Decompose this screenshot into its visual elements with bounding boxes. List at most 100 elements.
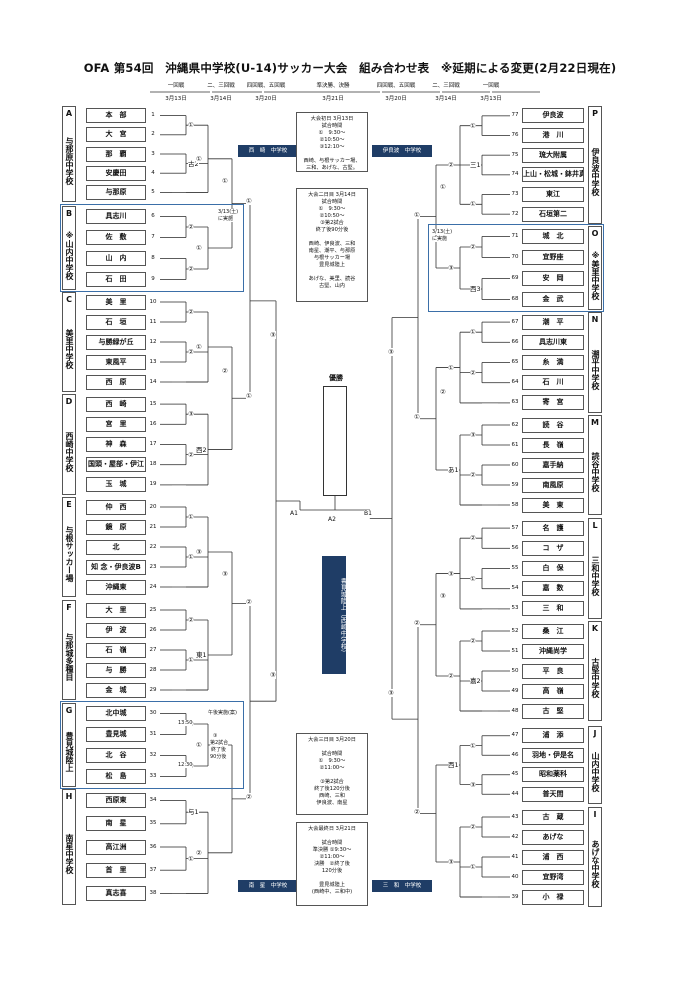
seed-number: 48 bbox=[511, 707, 519, 714]
team-right: あげな bbox=[522, 829, 584, 845]
info-line: 豊見城陸上 bbox=[319, 882, 345, 888]
group-box-left: B※山内中学校 bbox=[62, 206, 76, 290]
info-line: 大会初日 3月13日 bbox=[310, 116, 354, 122]
match-mark: ② bbox=[196, 848, 202, 857]
group-letter: P bbox=[592, 109, 598, 118]
group-name: 山内中学校 bbox=[591, 752, 600, 792]
seed-number: 5 bbox=[151, 188, 155, 195]
match-mark: 古2 bbox=[188, 159, 199, 168]
seed-number: 54 bbox=[511, 585, 519, 592]
team-left: 本 部 bbox=[86, 108, 146, 124]
info-line: 試合時間 bbox=[321, 751, 343, 757]
seed-number: 21 bbox=[149, 523, 157, 530]
seed-number: 27 bbox=[149, 646, 157, 653]
info-line bbox=[297, 151, 367, 158]
seed-number: 64 bbox=[511, 379, 519, 386]
team-right: 平 良 bbox=[522, 663, 584, 679]
seed-number: 42 bbox=[511, 833, 519, 840]
group-letter: C bbox=[66, 295, 72, 304]
match-mark: ③ bbox=[196, 548, 202, 556]
seed-number: 41 bbox=[511, 853, 519, 860]
seed-number: 46 bbox=[511, 751, 519, 758]
round-header-date: 3月14日 bbox=[210, 96, 232, 102]
group-box-right: O※美里中学校 bbox=[588, 226, 602, 310]
match-mark: ① bbox=[196, 343, 202, 351]
team-right: 白 保 bbox=[522, 561, 584, 576]
info-line: 大会二日目 3月14日 bbox=[308, 192, 356, 198]
team-left: 真志喜 bbox=[86, 885, 146, 901]
team-left: 与那原 bbox=[86, 184, 146, 200]
match-mark: 西2 bbox=[196, 445, 207, 454]
info-line: ③第2試合 bbox=[320, 779, 344, 785]
team-right: 嘉手納 bbox=[522, 457, 584, 473]
seed-number: 1 bbox=[151, 112, 155, 119]
team-left: 西原東 bbox=[86, 793, 146, 809]
team-right: 伊良波 bbox=[522, 108, 584, 124]
seed-number: 36 bbox=[149, 843, 157, 850]
team-left: 西 崎 bbox=[86, 396, 146, 412]
seed-number: 19 bbox=[149, 481, 157, 488]
stage-mark: ③ bbox=[270, 330, 276, 339]
team-right: 石垣第二 bbox=[522, 206, 584, 222]
round-header-label: 準決勝、決勝 bbox=[316, 83, 350, 89]
team-left: 玉 城 bbox=[86, 477, 146, 493]
round-header-date: 3月14日 bbox=[435, 96, 457, 102]
seed-number: 15 bbox=[149, 400, 157, 407]
note-o-right: 3/13(土) bbox=[432, 229, 453, 235]
stage-mark: ① bbox=[246, 392, 252, 401]
team-right: 長 嶺 bbox=[522, 437, 584, 453]
seed-number: 61 bbox=[511, 441, 519, 448]
group-name: 伊良波中学校 bbox=[591, 148, 600, 196]
match-mark: ① bbox=[196, 741, 202, 749]
match-mark: ② bbox=[470, 823, 476, 831]
match-mark: ② bbox=[470, 637, 476, 645]
seed-number: 56 bbox=[511, 544, 519, 551]
match-mark: 三1 bbox=[470, 161, 481, 169]
group-letter: H bbox=[65, 792, 73, 801]
team-left: 豊見城 bbox=[86, 727, 146, 742]
seed-number: 33 bbox=[149, 773, 157, 779]
info-line: 準決勝 ①9:30～ bbox=[312, 847, 352, 853]
team-left: 与 勝 bbox=[86, 662, 146, 678]
seed-number: 47 bbox=[511, 732, 519, 739]
team-left: 与勝緑が丘 bbox=[86, 334, 146, 350]
seed-number: 45 bbox=[511, 771, 519, 778]
seed-number: 29 bbox=[149, 686, 157, 693]
team-right: 高 嶺 bbox=[522, 683, 584, 699]
team-left: 石 田 bbox=[86, 272, 146, 287]
seed-number: 22 bbox=[149, 543, 157, 550]
stage-mark: ① bbox=[414, 412, 420, 421]
seed-number: 37 bbox=[149, 866, 157, 873]
team-left: 首 里 bbox=[86, 862, 146, 878]
info-line: ②11:00～ bbox=[319, 854, 345, 860]
seed-number: 73 bbox=[511, 191, 519, 197]
team-left: 松 島 bbox=[86, 769, 146, 784]
seed-number: 6 bbox=[151, 213, 155, 219]
info-line: 大会三日目 3月20日 bbox=[308, 737, 356, 743]
team-right: 上山・松城・鉢井真 bbox=[522, 167, 584, 183]
team-right: 糸 満 bbox=[522, 355, 584, 370]
note-g-time2: 12:30 bbox=[178, 762, 193, 768]
info-line: 南星、潮平、与那原 bbox=[308, 248, 356, 254]
match-mark: ② bbox=[470, 243, 476, 251]
round-header-label: 四回戦、五回戦 bbox=[376, 83, 416, 89]
team-left: 大 宮 bbox=[86, 127, 146, 143]
info-line: 西崎、伊良波、三和 bbox=[308, 241, 356, 247]
match-mark: ② bbox=[188, 616, 194, 624]
info-line: 終了後120分後 bbox=[314, 786, 350, 792]
team-left: 山 内 bbox=[86, 251, 146, 266]
match-mark: 与1 bbox=[188, 808, 199, 817]
note-b-left: 3/13(土) bbox=[218, 209, 239, 215]
match-mark: ② bbox=[470, 471, 476, 479]
match-mark: ① bbox=[188, 656, 194, 664]
team-left: 神 森 bbox=[86, 437, 146, 452]
team-left: 西 原 bbox=[86, 374, 146, 390]
match-mark: ② bbox=[188, 223, 194, 231]
seed-number: 30 bbox=[149, 710, 157, 716]
seed-number: 11 bbox=[149, 318, 157, 325]
